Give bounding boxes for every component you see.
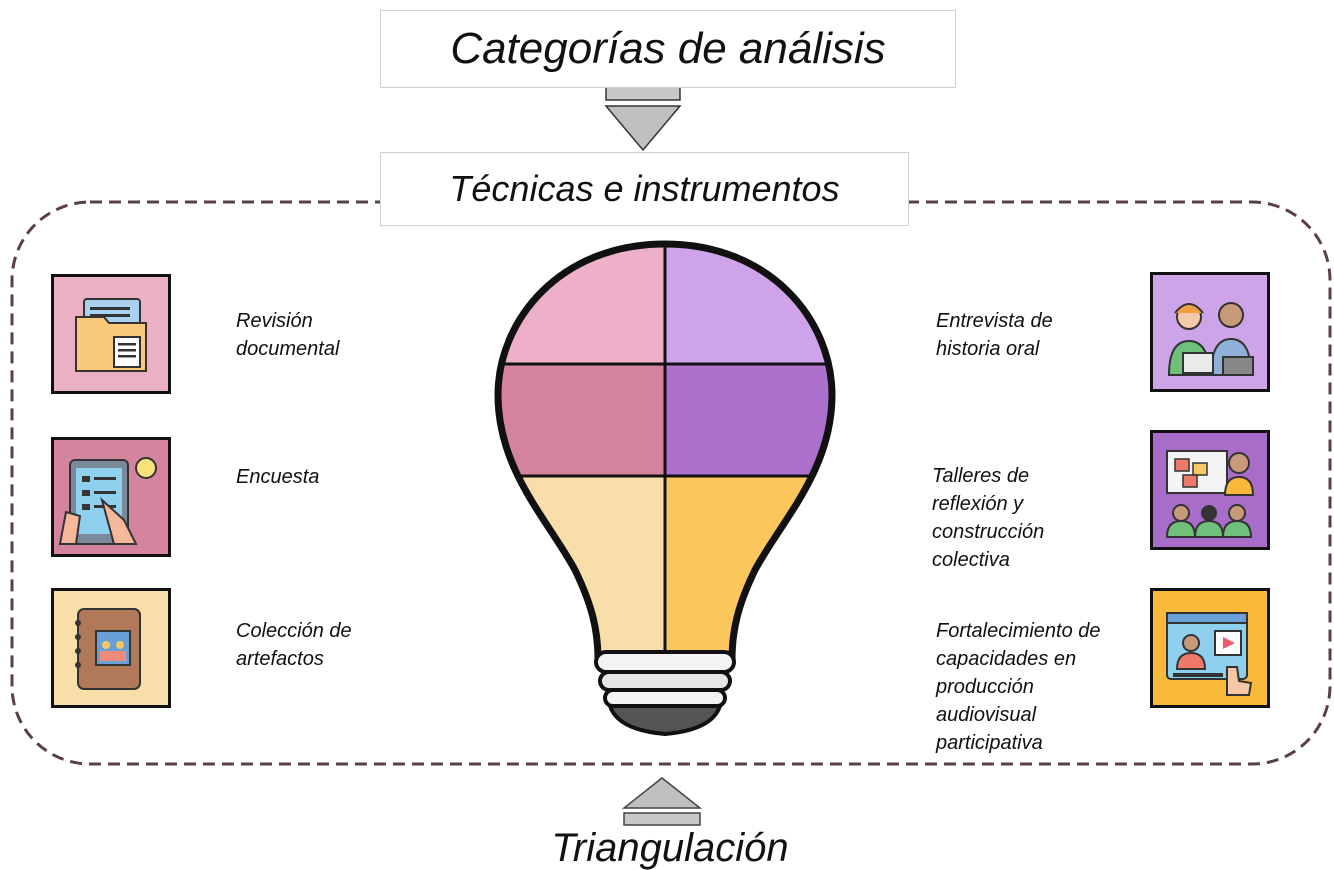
title-tecnicas: Técnicas e instrumentos: [380, 152, 909, 226]
lightbulb-icon: [494, 240, 836, 737]
video-production-icon: [1150, 588, 1270, 708]
label-line: Entrevista de: [936, 310, 1053, 332]
label-fortalecimiento-capacidades: Fortalecimiento de capacidades en produc…: [936, 617, 1101, 757]
photo-album-icon: [51, 588, 171, 708]
arrow-up-icon: [621, 777, 703, 826]
label-line: construcción: [932, 521, 1045, 543]
label-line: Colección de: [236, 620, 352, 642]
label-line: artefactos: [236, 648, 324, 670]
label-line: documental: [236, 338, 340, 360]
folder-document-icon: [51, 274, 171, 394]
workshop-presentation-icon: [1150, 430, 1270, 550]
label-revision-documental: Revisión documental: [236, 307, 339, 363]
label-line: audiovisual: [936, 704, 1037, 726]
arrow-down-icon: [604, 85, 682, 152]
title-triangulacion: Triangulación: [551, 826, 789, 870]
bulb-segment-mid-right: [665, 364, 832, 476]
label-line: participativa: [936, 732, 1043, 754]
label-line: capacidades en: [936, 648, 1077, 670]
label-coleccion-artefactos: Colección de artefactos: [236, 617, 352, 673]
tablet-survey-icon: [51, 437, 171, 557]
label-line: colectiva: [932, 549, 1010, 571]
label-line: Revisión: [236, 310, 313, 332]
label-line: reflexión y: [932, 493, 1024, 515]
label-entrevista-historia-oral: Entrevista de historia oral: [936, 307, 1053, 363]
label-line: historia oral: [936, 338, 1040, 360]
title-categorias: Categorías de análisis: [380, 10, 956, 88]
label-line: Encuesta: [236, 466, 320, 488]
label-line: Talleres de: [932, 465, 1030, 487]
label-encuesta: Encuesta: [236, 463, 319, 491]
label-line: Fortalecimiento de: [936, 620, 1101, 642]
bulb-segment-mid-left: [498, 364, 665, 476]
interview-people-icon: [1150, 272, 1270, 392]
label-talleres-reflexion: Talleres de reflexión y construcción col…: [932, 462, 1044, 574]
label-line: producción: [936, 676, 1034, 698]
